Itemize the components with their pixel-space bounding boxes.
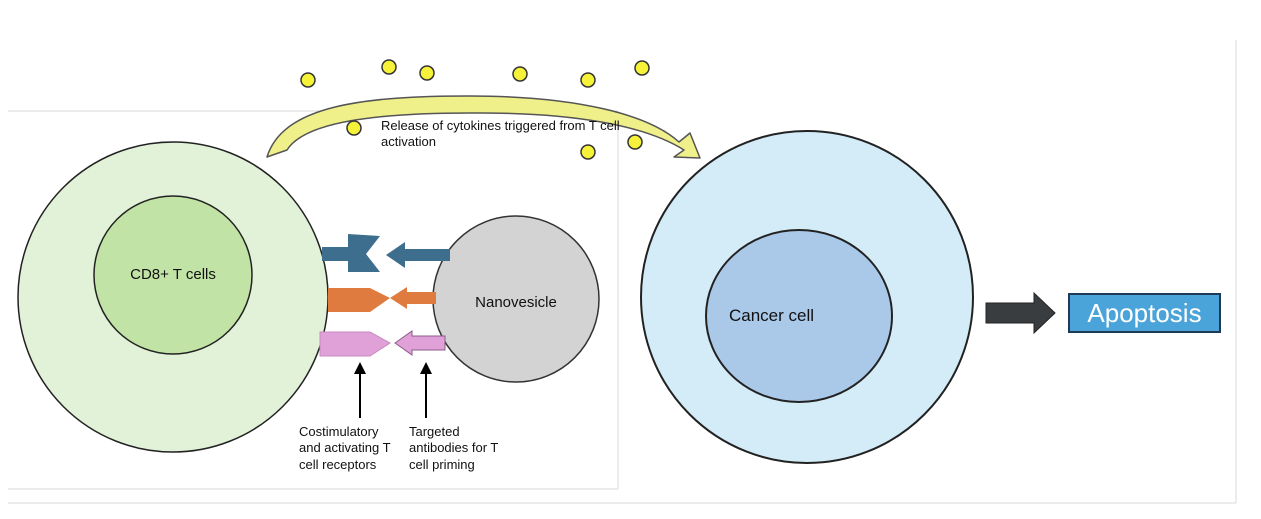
antibody-blue-arrow (386, 242, 450, 268)
cytokine-release-label: Release of cytokines triggered from T ce… (381, 118, 620, 150)
cytokine-dot (634, 60, 650, 76)
tcell-label: CD8+ T cells (130, 266, 216, 283)
outcome-arrow (985, 291, 1056, 335)
receptor-blue (322, 234, 380, 272)
cytokine-dot (512, 66, 528, 82)
nanovesicle-label: Nanovesicle (475, 294, 557, 311)
tcell-nucleus (93, 195, 253, 355)
cytokine-dot (627, 134, 643, 150)
receptors-annotation: Costimulatory and activating T cell rece… (299, 424, 391, 472)
annotation-pointer-antibodies (420, 362, 432, 418)
antibody-orange-arrow (390, 287, 436, 309)
cytokine-curved-arrow (266, 95, 701, 159)
cytokine-dot (419, 65, 435, 81)
antibodies-annotation: Targeted antibodies for T cell priming (409, 424, 499, 472)
cytokine-dot (580, 144, 596, 160)
annotation-pointer-receptors (354, 362, 366, 418)
cytokine-dot (381, 59, 397, 75)
cytokine-dot (580, 72, 596, 88)
cytokine-dots (300, 59, 650, 160)
receptor-orange (328, 288, 390, 312)
apoptosis-box: Apoptosis (1068, 293, 1221, 333)
antibody-pink-arrow (394, 330, 446, 356)
cytokine-dot (346, 120, 362, 136)
receptor-pink (319, 331, 391, 357)
cancer-cell-label: Cancer cell (729, 306, 815, 325)
cancer-cell-nucleus (705, 229, 893, 403)
cytokine-dot (300, 72, 316, 88)
